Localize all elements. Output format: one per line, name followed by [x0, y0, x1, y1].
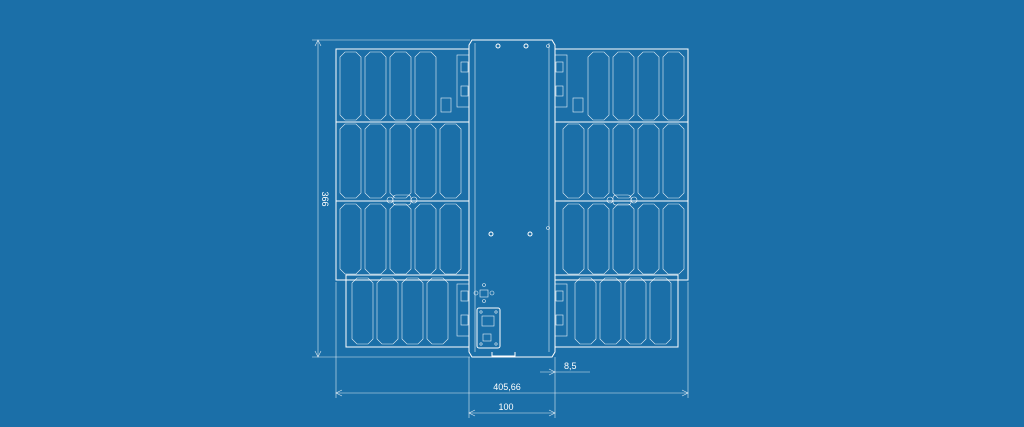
solar-cell: [637, 123, 660, 199]
solar-cell: [339, 51, 362, 121]
total-width-dimension: 405,66: [335, 282, 689, 398]
solar-cell: [637, 203, 660, 275]
connector-plate: [476, 307, 501, 349]
solar-cell: [364, 123, 387, 199]
hinges: [456, 54, 568, 337]
solar-cell: [587, 203, 610, 275]
solar-cell: [624, 277, 647, 345]
body-width-label: 100: [498, 402, 513, 412]
body-width-dimension: 100: [468, 357, 556, 418]
solar-cell: [662, 203, 685, 275]
solar-cell: [562, 203, 585, 275]
solar-cell: [389, 51, 412, 121]
solar-cell: [364, 51, 387, 121]
height-dimension: 366: [312, 39, 470, 358]
solar-cell: [587, 51, 610, 121]
solar-cell: [389, 203, 412, 275]
solar-cell: [637, 51, 660, 121]
right-solar-panel: [554, 48, 689, 348]
solar-cell: [662, 51, 685, 121]
solar-cell: [426, 277, 449, 345]
solar-cell: [439, 203, 462, 275]
offset-label: 8,5: [564, 361, 577, 371]
height-label: 366: [320, 191, 330, 206]
solar-cell: [339, 203, 362, 275]
solar-cell: [649, 277, 672, 345]
solar-cell: [599, 277, 622, 345]
solar-cell: [401, 277, 424, 345]
central-body: [468, 39, 556, 358]
solar-cell: [414, 203, 437, 275]
solar-cell: [376, 277, 399, 345]
solar-cell: [351, 277, 374, 345]
solar-cell: [612, 123, 635, 199]
solar-cell: [414, 123, 437, 199]
total-width-label: 405,66: [493, 382, 521, 392]
offset-dimension: 8,5: [540, 357, 590, 378]
solar-cell: [389, 123, 412, 199]
solar-cell: [612, 203, 635, 275]
solar-cell: [339, 123, 362, 199]
solar-cell: [574, 277, 597, 345]
solar-cell: [414, 51, 437, 121]
solar-cell: [587, 123, 610, 199]
solar-cell: [364, 203, 387, 275]
solar-cell: [562, 123, 585, 199]
solar-cell: [612, 51, 635, 121]
solar-cell: [662, 123, 685, 199]
left-solar-panel: [335, 48, 470, 348]
solar-cell: [439, 123, 462, 199]
